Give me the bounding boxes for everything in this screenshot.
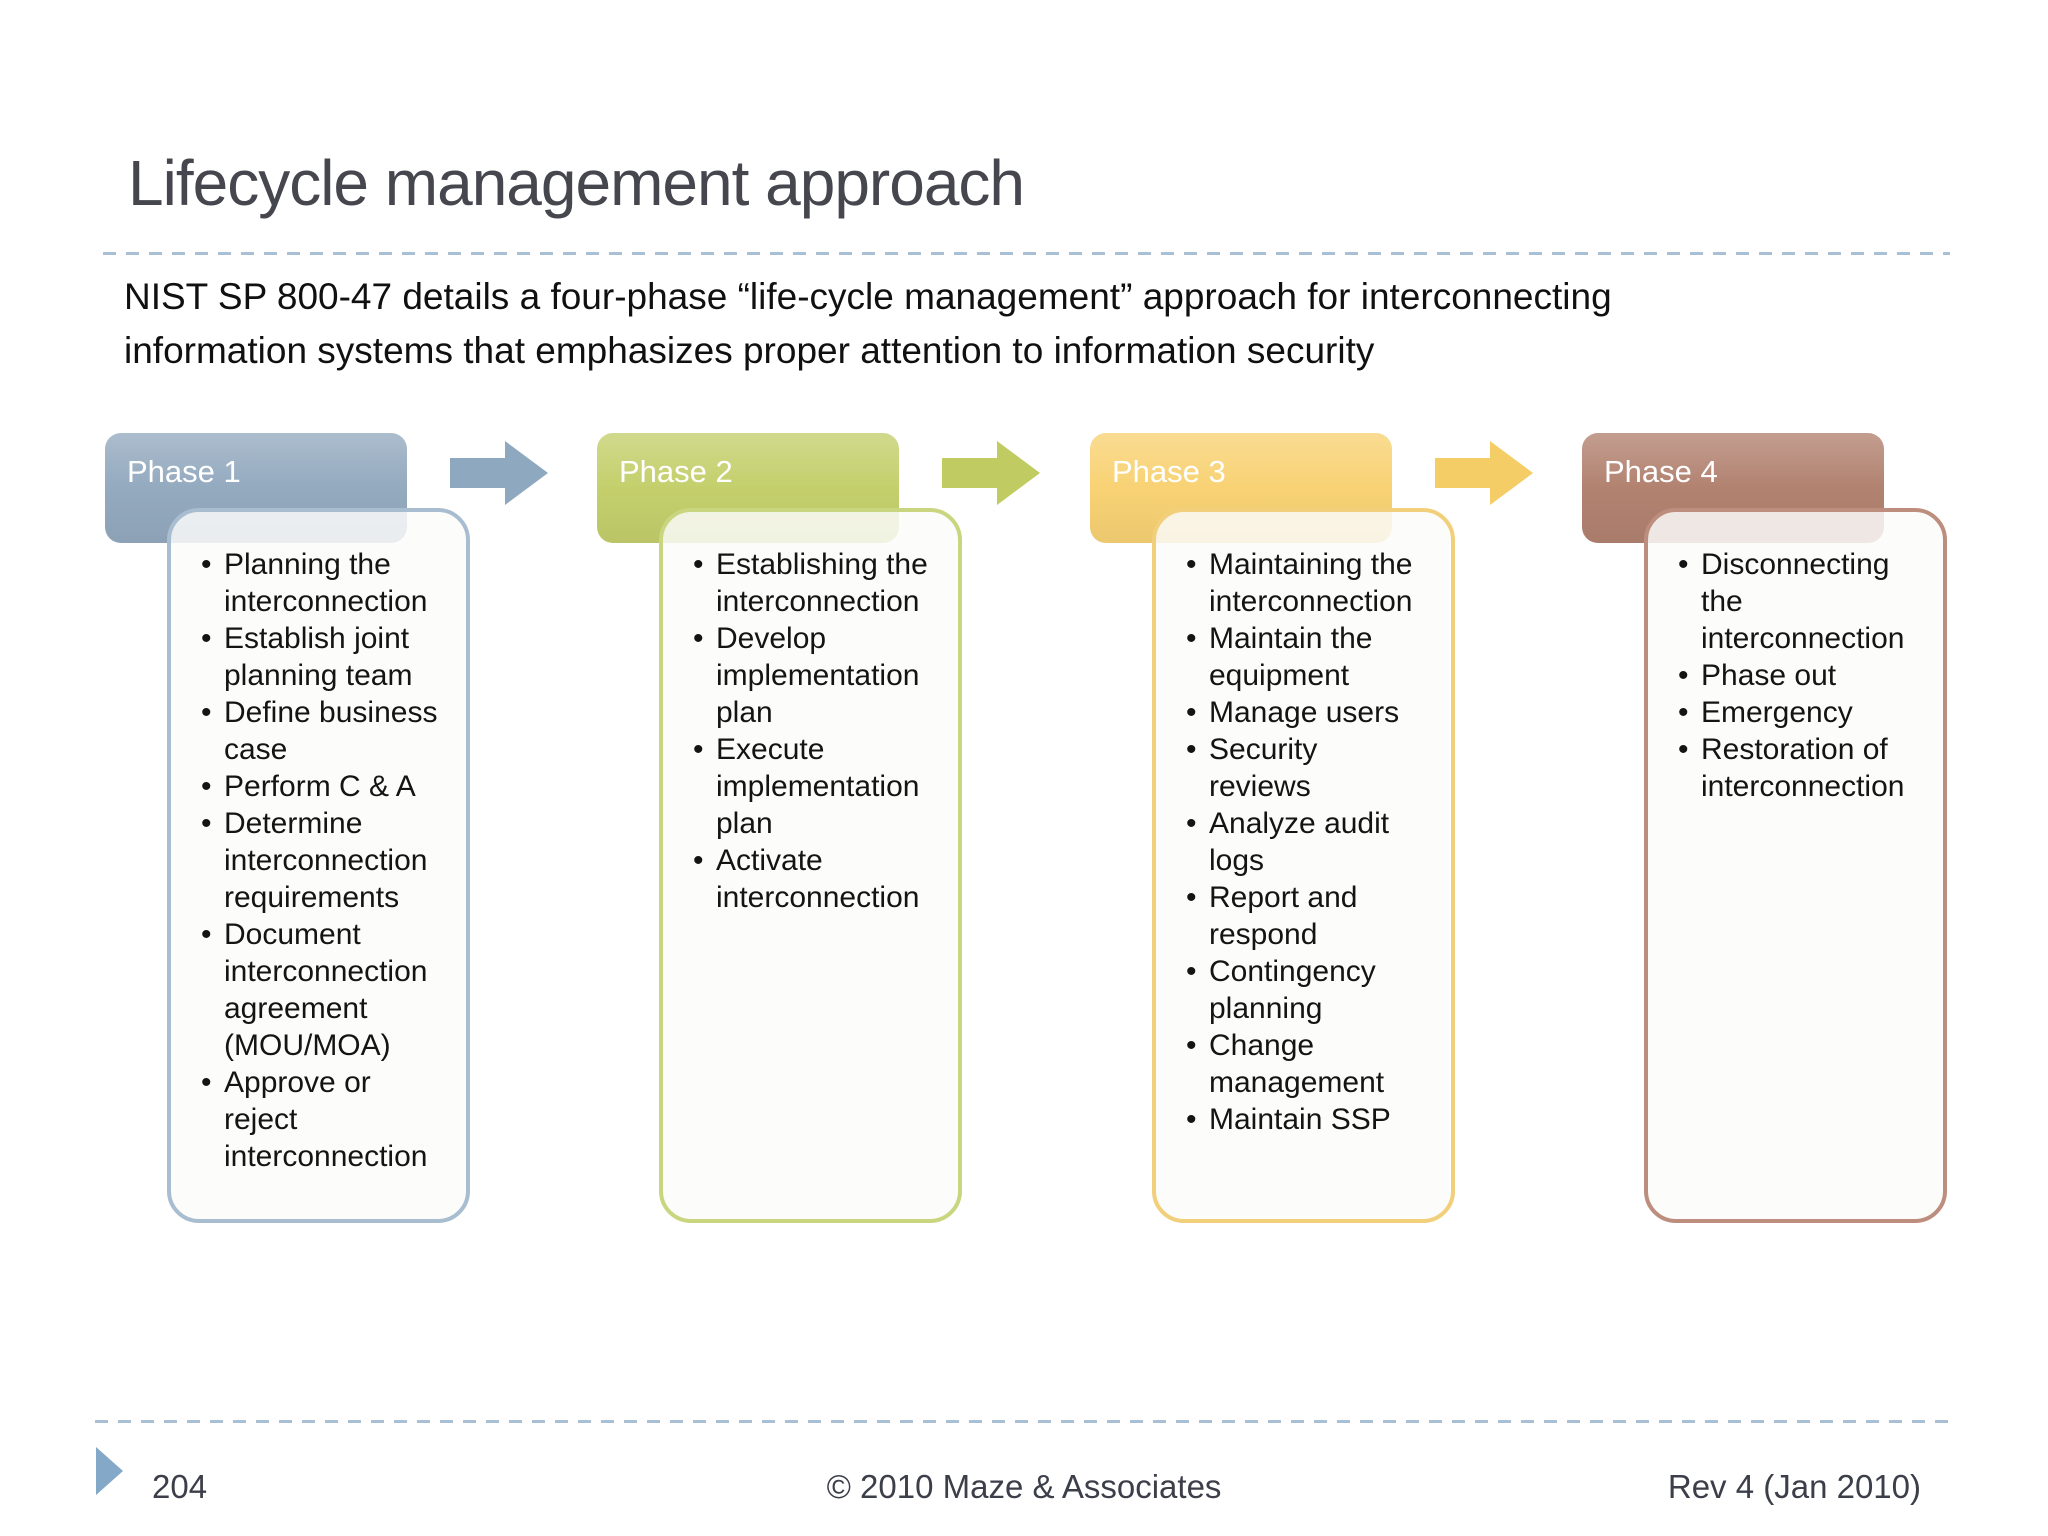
phase-1-label: Phase 1 [127, 454, 241, 489]
bullet-item: Approve or reject interconnection [201, 1064, 460, 1175]
next-phase-arrow-icon [942, 441, 1040, 505]
phase-1-group: Phase 1 Planning the interconnection Est… [105, 0, 597, 1536]
bullet-item: Perform C & A [201, 768, 460, 805]
footer-revision: Rev 4 (Jan 2010) [1667, 1468, 1921, 1505]
bullet-item: Contingency planning [1186, 953, 1445, 1027]
phase-3-label: Phase 3 [1112, 454, 1226, 489]
bullet-item: Disconnecting the interconnection [1678, 546, 1937, 657]
phase-3-bullet-list: Maintaining the interconnection Maintain… [1156, 512, 1451, 1138]
phase-2-bullet-list: Establishing the interconnection Develop… [663, 512, 958, 916]
next-phase-arrow-icon [1435, 441, 1533, 505]
page-title: Lifecycle management approach [128, 147, 1025, 219]
bullet-item: Execute implementation plan [693, 731, 952, 842]
bullet-item: Phase out [1678, 657, 1937, 694]
phase-2-body: Establishing the interconnection Develop… [659, 508, 962, 1223]
phase-4-label: Phase 4 [1604, 454, 1718, 489]
bullet-item: Planning the interconnection [201, 546, 460, 620]
bullet-item: Report and respond [1186, 879, 1445, 953]
phase-1-bullet-list: Planning the interconnection Establish j… [171, 512, 466, 1175]
footer-pointer-icon [96, 1447, 123, 1495]
bullet-item: Security reviews [1186, 731, 1445, 805]
bullet-item: Manage users [1186, 694, 1445, 731]
phase-3-group: Phase 3 Maintaining the interconnection … [1090, 0, 1582, 1536]
phase-4-body: Disconnecting the interconnection Phase … [1644, 508, 1947, 1223]
bullet-item: Activate interconnection [693, 842, 952, 916]
bullet-item: Document interconnection agreement (MOU/… [201, 916, 460, 1064]
bullet-item: Change management [1186, 1027, 1445, 1101]
phase-2-label: Phase 2 [619, 454, 733, 489]
next-phase-arrow-icon [450, 441, 548, 505]
footer-copyright: © 2010 Maze & Associates [826, 1468, 1222, 1505]
phase-1-body: Planning the interconnection Establish j… [167, 508, 470, 1223]
phase-2-group: Phase 2 Establishing the interconnection… [597, 0, 1089, 1536]
bullet-item: Analyze audit logs [1186, 805, 1445, 879]
title-divider [103, 252, 1950, 255]
page-number: 204 [152, 1468, 208, 1505]
bullet-item: Develop implementation plan [693, 620, 952, 731]
subtitle: NIST SP 800-47 details a four-phase “lif… [124, 276, 1612, 371]
phase-4-bullet-list: Disconnecting the interconnection Phase … [1648, 512, 1943, 805]
phase-4-group: Phase 4 Disconnecting the interconnectio… [1582, 0, 2048, 1536]
bullet-item: Maintaining the interconnection [1186, 546, 1445, 620]
bullet-item: Emergency [1678, 694, 1937, 731]
bullet-item: Maintain SSP [1186, 1101, 1445, 1138]
bullet-item: Define business case [201, 694, 460, 768]
phase-3-body: Maintaining the interconnection Maintain… [1152, 508, 1455, 1223]
bullet-item: Establishing the interconnection [693, 546, 952, 620]
bullet-item: Restoration of interconnection [1678, 731, 1937, 805]
bullet-item: Establish joint planning team [201, 620, 460, 694]
footer-divider [95, 1420, 1950, 1423]
bullet-item: Determine interconnection requirements [201, 805, 460, 916]
bullet-item: Maintain the equipment [1186, 620, 1445, 694]
